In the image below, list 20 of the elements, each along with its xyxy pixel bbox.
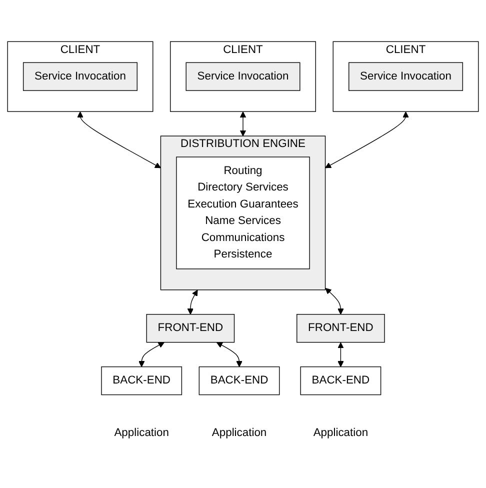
arrow xyxy=(138,342,164,367)
arrow xyxy=(187,289,198,314)
node-box: FRONT-END xyxy=(296,314,385,342)
arrow xyxy=(77,111,161,168)
arrow xyxy=(240,111,246,136)
arrow xyxy=(216,342,242,367)
arrow xyxy=(325,288,344,314)
node-box: BACK-END xyxy=(101,366,182,395)
arrow xyxy=(338,342,344,367)
node-box: Service Invocation xyxy=(186,62,300,90)
node-box: Routing Directory Services Execution Guarantees Name Services Communications Persistence xyxy=(176,156,310,269)
node-label: Application xyxy=(313,426,368,438)
node-box: BACK-END xyxy=(300,366,382,395)
node-box: Service Invocation xyxy=(348,62,464,90)
arrow xyxy=(325,111,409,168)
node-box: BACK-END xyxy=(198,366,280,395)
node-box: FRONT-END xyxy=(146,314,235,342)
node-box: Service Invocation xyxy=(22,62,138,90)
node-label: Application xyxy=(114,426,169,438)
node-label: Application xyxy=(212,426,267,438)
